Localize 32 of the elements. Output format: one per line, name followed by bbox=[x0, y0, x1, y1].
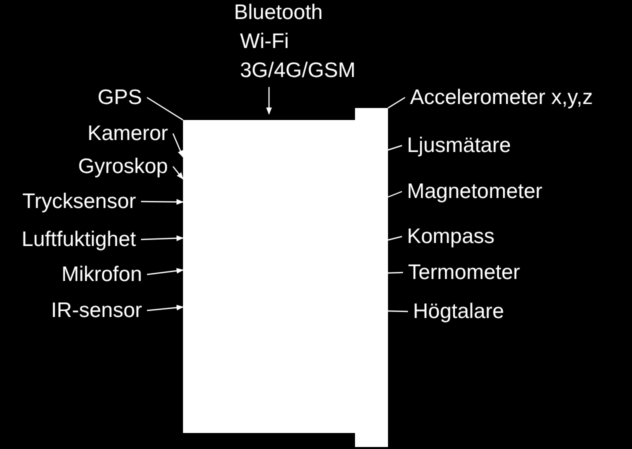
sensor-label: Högtalare bbox=[413, 297, 504, 326]
sensor-label: Magnetometer bbox=[407, 177, 542, 206]
sensor-label: Kameror bbox=[87, 119, 168, 148]
phone-side-strip bbox=[355, 108, 388, 447]
phone-body bbox=[183, 120, 355, 433]
arrow bbox=[266, 87, 272, 115]
arrow bbox=[141, 199, 184, 205]
connectivity-label: 3G/4G/GSM bbox=[239, 58, 356, 84]
sensor-label: Mikrofon bbox=[61, 260, 142, 289]
leader-line bbox=[388, 144, 402, 151]
sensor-label: GPS bbox=[98, 83, 142, 112]
leader-line bbox=[146, 97, 184, 120]
leader-line bbox=[388, 96, 406, 109]
arrow bbox=[146, 268, 184, 276]
sensor-label: Accelerometer x,y,z bbox=[410, 83, 593, 112]
connectivity-label: Bluetooth bbox=[234, 0, 324, 26]
sensor-label: Trycksensor bbox=[22, 187, 136, 216]
leader-line bbox=[388, 272, 404, 274]
sensor-label: Ljusmätare bbox=[407, 131, 511, 160]
sensor-label: Gyroskop bbox=[78, 152, 168, 181]
sensor-label: Luftfuktighet bbox=[22, 225, 136, 254]
sensor-label: IR-sensor bbox=[50, 296, 142, 325]
leader-line bbox=[388, 190, 402, 198]
leader-line bbox=[388, 236, 402, 241]
arrow bbox=[172, 166, 184, 180]
leader-line bbox=[388, 310, 408, 312]
connectivity-label: Wi-Fi bbox=[239, 29, 290, 55]
arrow bbox=[146, 304, 184, 312]
sensor-label: Termometer bbox=[408, 258, 520, 287]
arrow bbox=[172, 133, 184, 158]
sensor-label: Kompass bbox=[407, 222, 495, 251]
arrow bbox=[140, 235, 184, 242]
